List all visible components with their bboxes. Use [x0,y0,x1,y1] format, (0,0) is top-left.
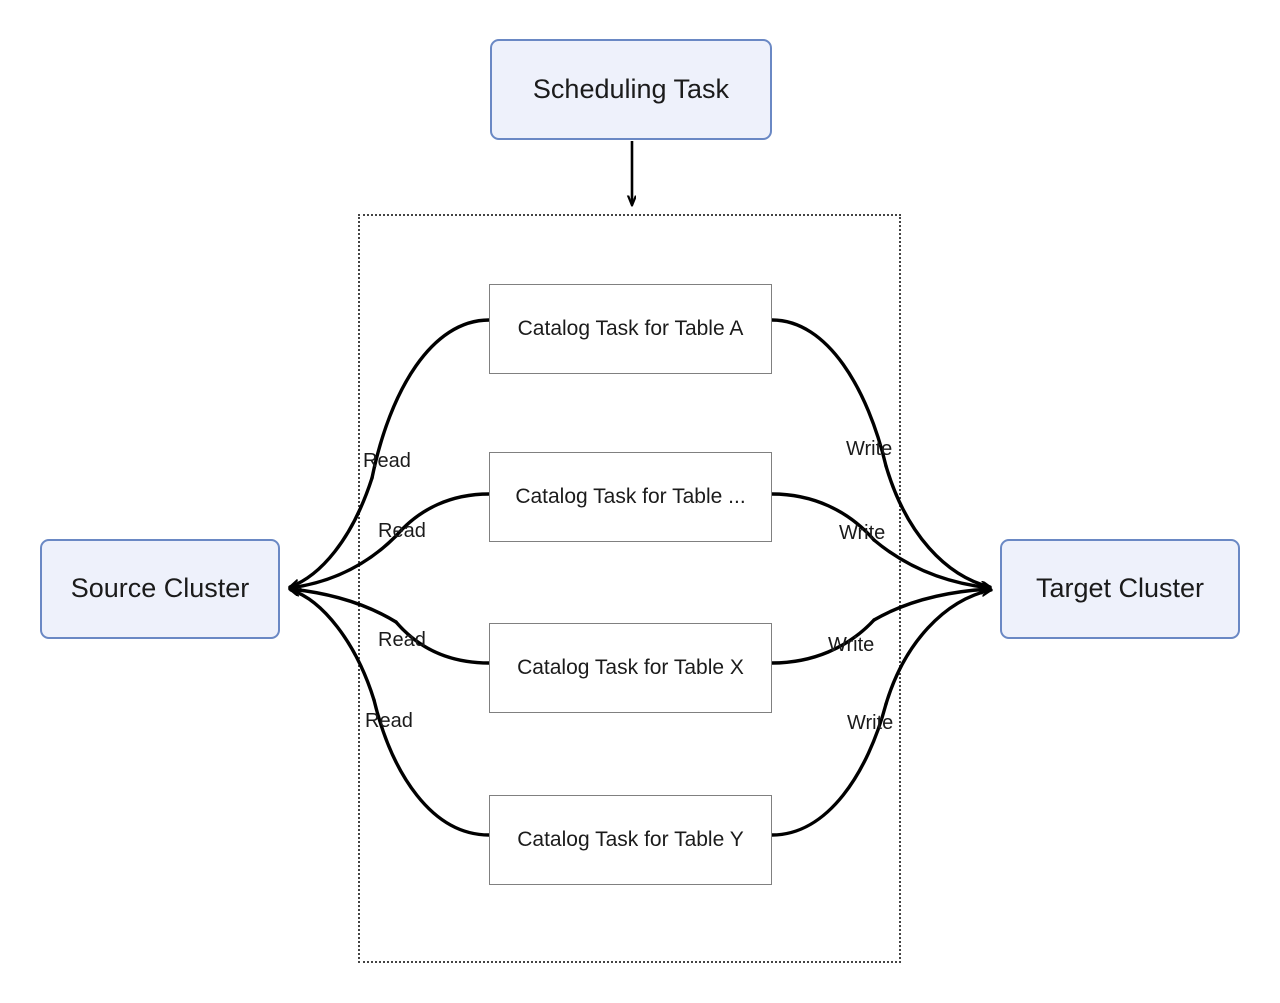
edge-write-1 [770,318,888,468]
edge-write-3-tail [872,589,992,622]
edge-label-read-3: Read [378,629,426,651]
edge-read-3-tail [288,589,398,624]
edge-read-1 [370,318,491,480]
edge-label-read-1: Read [363,450,411,472]
edge-write-1-tail [884,464,992,587]
edge-read-2-tail [288,534,398,588]
edge-read-3 [394,620,491,665]
edge-write-4 [770,702,888,837]
catalog-task-label-a: Catalog Task for Table A [517,316,744,340]
target-cluster-label: Target Cluster [1035,573,1205,604]
edge-write-2-tail [872,538,992,588]
edge-label-write-2: Write [839,522,886,544]
catalog-task-label-ellipsis: Catalog Task for Table ... [515,484,746,508]
edge-read-1-tail [288,476,374,589]
edge-read-2 [394,492,491,538]
scheduling-task-node[interactable]: Scheduling Task [490,39,772,140]
catalog-task-label-x: Catalog Task for Table X [517,655,744,679]
catalog-task-node-ellipsis[interactable]: Catalog Task for Table ... [489,452,772,542]
edge-label-write-3: Write [828,634,875,656]
edge-write-2 [770,492,876,542]
source-cluster-label: Source Cluster [70,573,250,604]
target-cluster-node[interactable]: Target Cluster [1000,539,1240,639]
catalog-task-label-y: Catalog Task for Table Y [517,827,744,851]
catalog-task-group-container [358,214,901,963]
edge-label-read-4: Read [365,710,413,732]
edge-label-read-2: Read [378,520,426,542]
edge-read-4 [372,698,491,837]
edge-label-write-1: Write [846,438,893,460]
catalog-task-node-y[interactable]: Catalog Task for Table Y [489,795,772,885]
edge-write-4-tail [884,590,993,706]
scheduling-task-label: Scheduling Task [532,73,730,104]
source-cluster-node[interactable]: Source Cluster [40,539,280,639]
edge-write-3 [770,618,876,665]
catalog-task-node-a[interactable]: Catalog Task for Table A [489,284,772,374]
edge-read-4-tail [289,590,376,702]
edge-label-write-4: Write [847,712,894,734]
catalog-task-node-x[interactable]: Catalog Task for Table X [489,623,772,713]
